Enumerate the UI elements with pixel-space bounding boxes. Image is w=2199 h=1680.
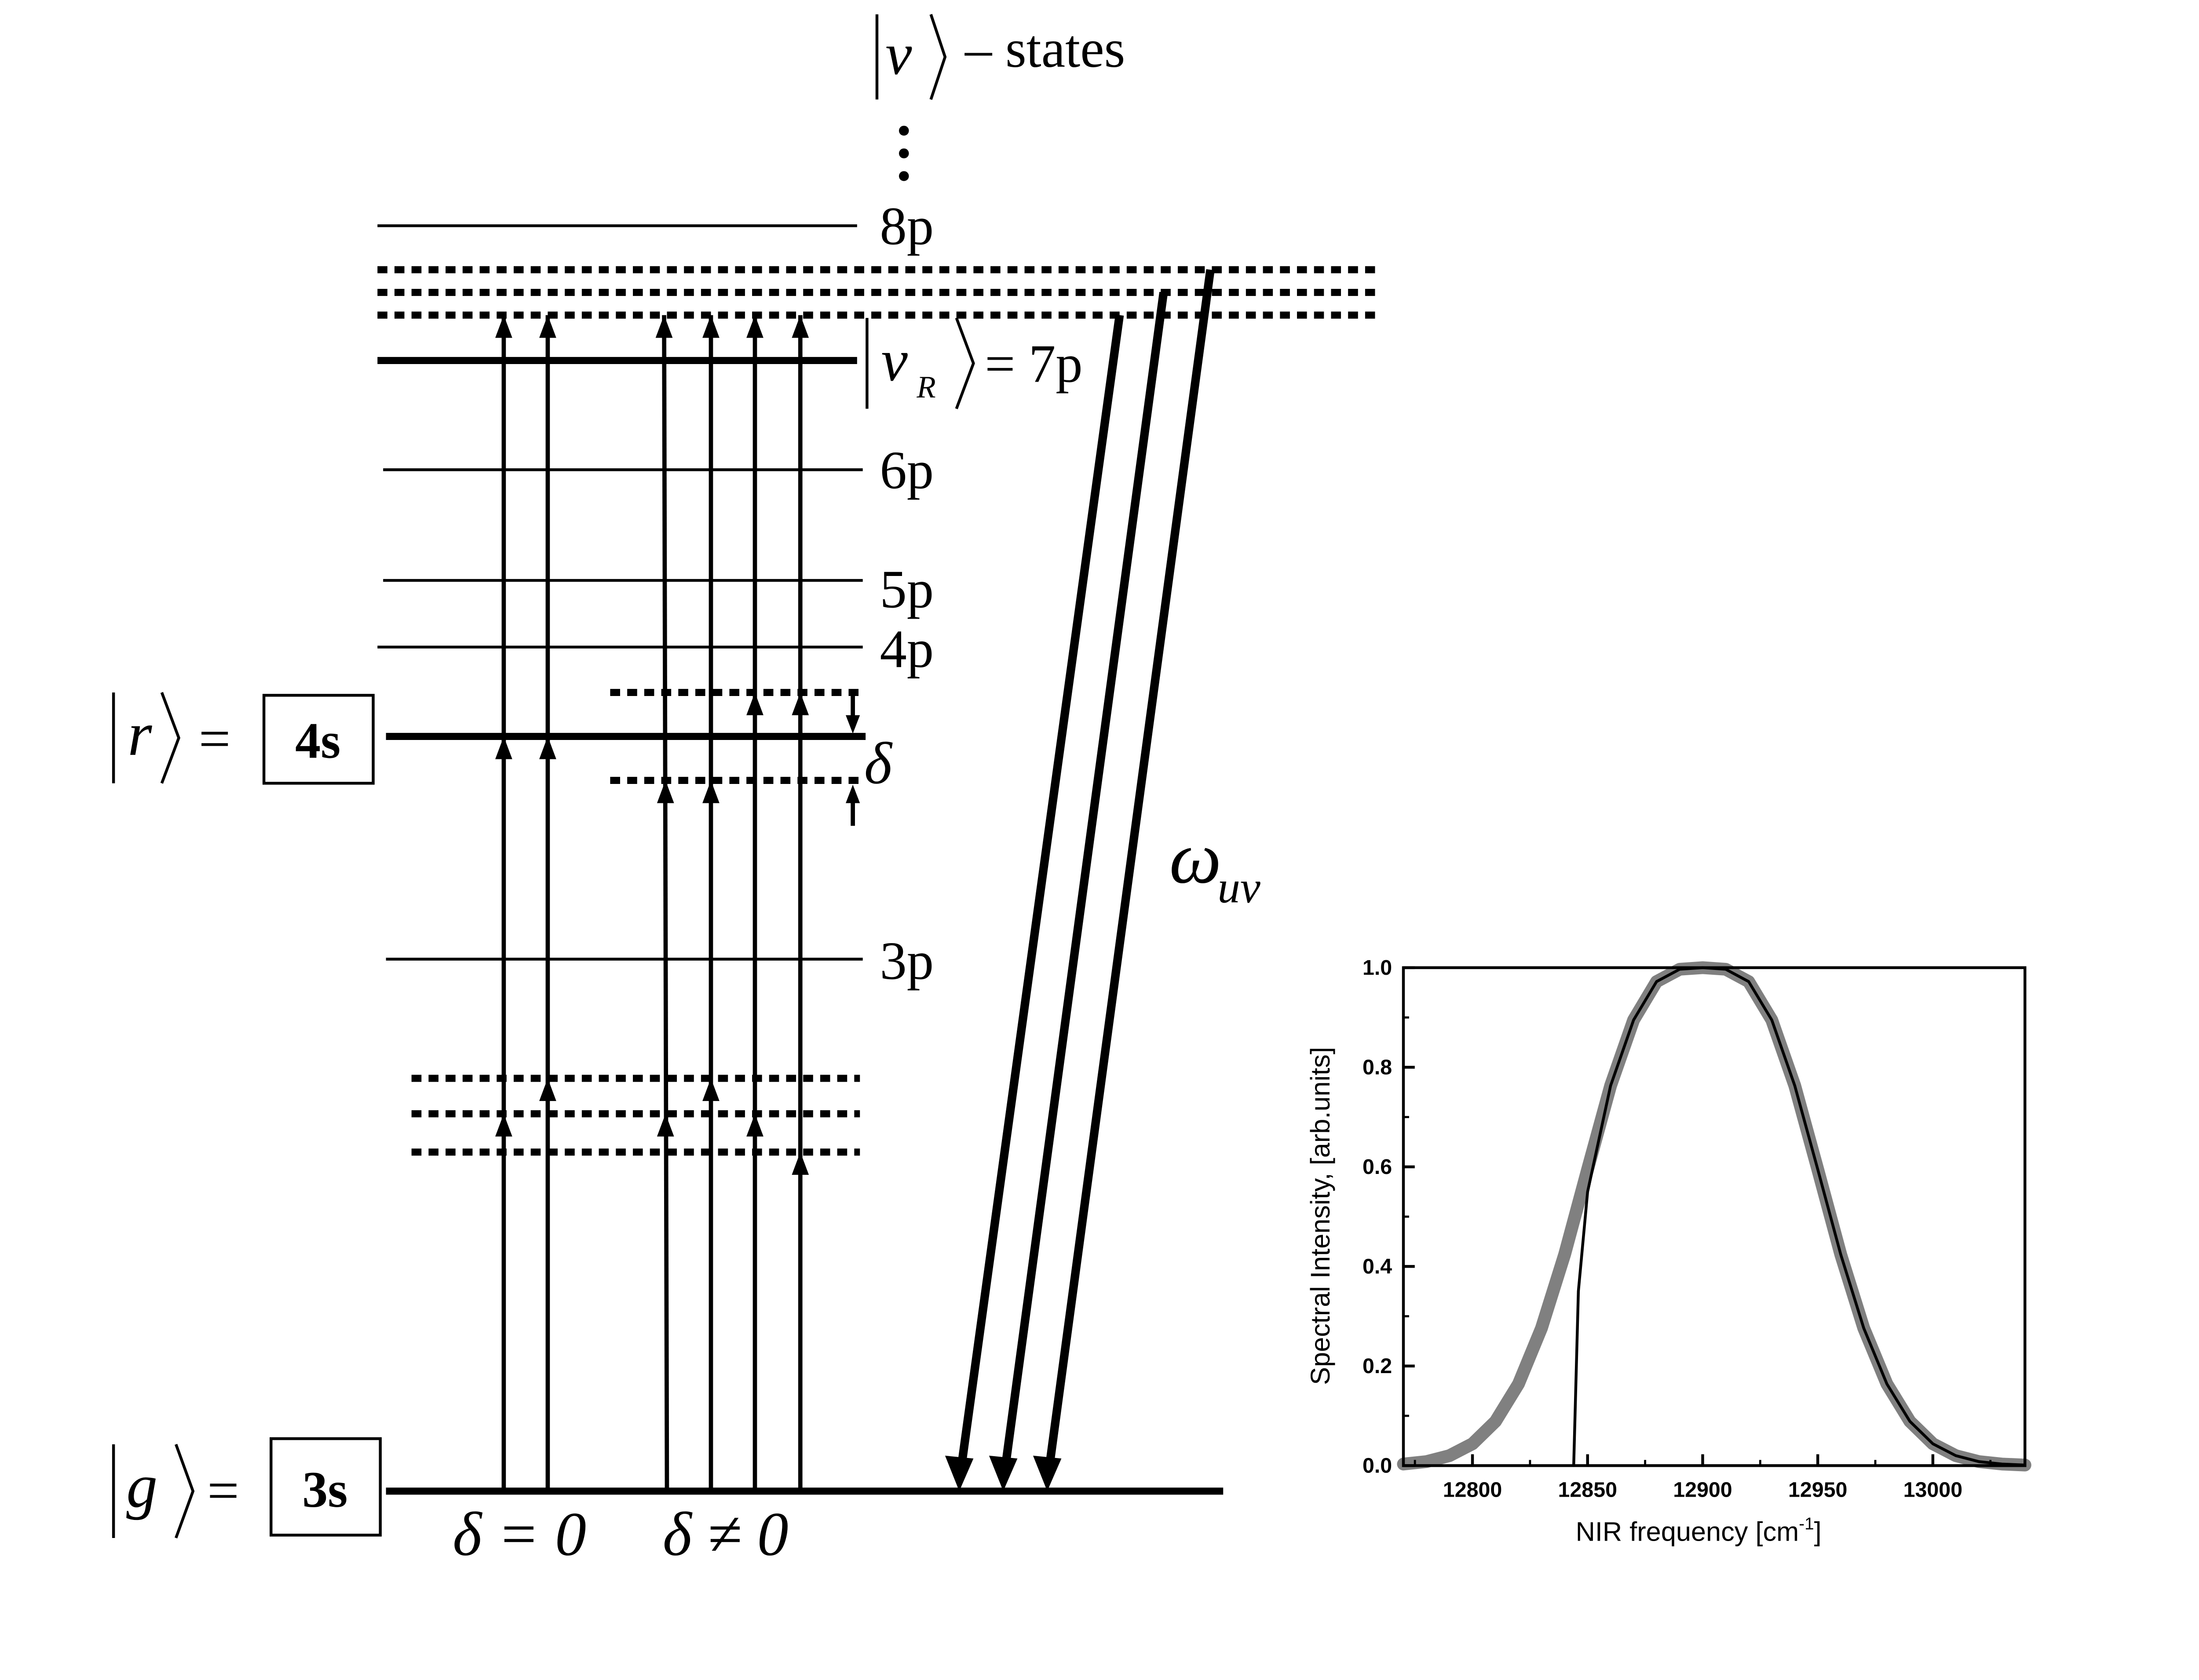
state-3s-text: 3s — [302, 1461, 347, 1518]
arrowhead — [792, 692, 809, 715]
arrowhead — [539, 736, 556, 759]
omega-symbol: ω — [1169, 817, 1221, 899]
arrowhead — [746, 692, 763, 715]
level-lines — [377, 224, 1224, 1495]
arrowhead — [846, 715, 860, 734]
vR-symbol: v — [881, 328, 908, 394]
arrowhead — [989, 1455, 1018, 1491]
y-tick-label: 0.0 — [1363, 1454, 1392, 1478]
vR-label: v R = 7p — [866, 317, 1083, 409]
state-4s-text: 4s — [295, 712, 340, 769]
uv-emission-arrows — [945, 269, 1215, 1491]
arrowhead — [495, 736, 512, 759]
x-tick-label: 12800 — [1443, 1478, 1502, 1501]
arrowhead — [1033, 1455, 1062, 1491]
arrowhead — [702, 780, 720, 803]
arrowhead — [657, 780, 674, 803]
label-5p: 5p — [880, 559, 934, 619]
delta-zero-label: δ = 0 — [453, 1499, 586, 1569]
uv-arrow — [1002, 292, 1168, 1462]
arrowhead — [746, 315, 763, 338]
x-tick-label: 12900 — [1673, 1478, 1732, 1501]
plot-frame — [1402, 966, 2027, 1467]
arrows-delta-nonzero — [655, 315, 809, 1490]
series-line-0 — [1397, 961, 2031, 1472]
level-labels: 8p 6p 5p 4p 3p — [880, 196, 934, 991]
y-tick-label: 0.2 — [1363, 1354, 1392, 1378]
label-3p: 3p — [880, 931, 934, 991]
arrows-delta-zero — [495, 315, 556, 1490]
state-box-4s — [262, 694, 375, 785]
y-tick-label: 0.4 — [1363, 1255, 1392, 1279]
arrowhead — [495, 1114, 512, 1137]
chart-ylabel: Spectral Intensity, [arb.units] — [1305, 1047, 1335, 1385]
arrowhead — [539, 1078, 556, 1101]
arrowhead — [702, 1078, 720, 1101]
arrowhead — [495, 315, 512, 338]
r-equals: = — [199, 707, 231, 770]
label-4p: 4p — [880, 619, 934, 679]
excitation-arrow — [662, 315, 669, 1490]
delta-label: δ — [864, 730, 893, 796]
series-line-1 — [1572, 966, 2027, 1467]
uv-arrow — [957, 314, 1124, 1462]
x-tick-label: 13000 — [1903, 1478, 1963, 1501]
r-state-label: r = 4s — [112, 692, 375, 785]
virtual-levels — [377, 266, 1377, 1156]
arrowhead — [655, 315, 673, 338]
arrowhead — [539, 315, 556, 338]
arrowhead — [846, 784, 860, 803]
chart-xlabel: NIR frequency [cm-1] — [1576, 1515, 1822, 1547]
vR-equals-7p: = 7p — [985, 334, 1082, 394]
x-tick-label: 12950 — [1788, 1478, 1848, 1501]
delta-nonzero-label: δ ≠ 0 — [663, 1499, 789, 1569]
vR-subscript: R — [916, 370, 935, 405]
state-box-3s — [270, 1437, 382, 1537]
g-equals: = — [207, 1459, 239, 1522]
y-tick-label: 0.8 — [1363, 1056, 1392, 1079]
label-8p: 8p — [880, 196, 934, 256]
omega-subscript: uv — [1217, 862, 1260, 912]
y-tick-label: 1.0 — [1363, 956, 1392, 980]
arrowhead — [945, 1455, 974, 1491]
v-states-label: v – states — [875, 14, 1125, 100]
omega-uv-label: ω uv — [1169, 817, 1260, 912]
x-tick-label: 12850 — [1558, 1478, 1617, 1501]
g-state-label: g = 3s — [112, 1437, 382, 1539]
arrowhead — [792, 1152, 809, 1175]
ellipsis-dots — [899, 125, 909, 181]
delta-indicator — [846, 695, 860, 826]
g-symbol: g — [126, 1451, 157, 1520]
r-symbol: r — [128, 699, 152, 769]
states-text: – states — [964, 19, 1125, 79]
v-symbol: v — [885, 21, 912, 87]
y-tick-label: 0.6 — [1363, 1155, 1392, 1179]
arrowhead — [702, 315, 720, 338]
arrowhead — [792, 315, 809, 338]
arrowhead — [657, 1114, 674, 1137]
spectrum-chart: Spectral Intensity, [arb.units] NIR freq… — [1305, 956, 2031, 1547]
label-6p: 6p — [880, 440, 934, 500]
uv-arrow — [1046, 269, 1215, 1462]
arrowhead — [746, 1114, 763, 1137]
